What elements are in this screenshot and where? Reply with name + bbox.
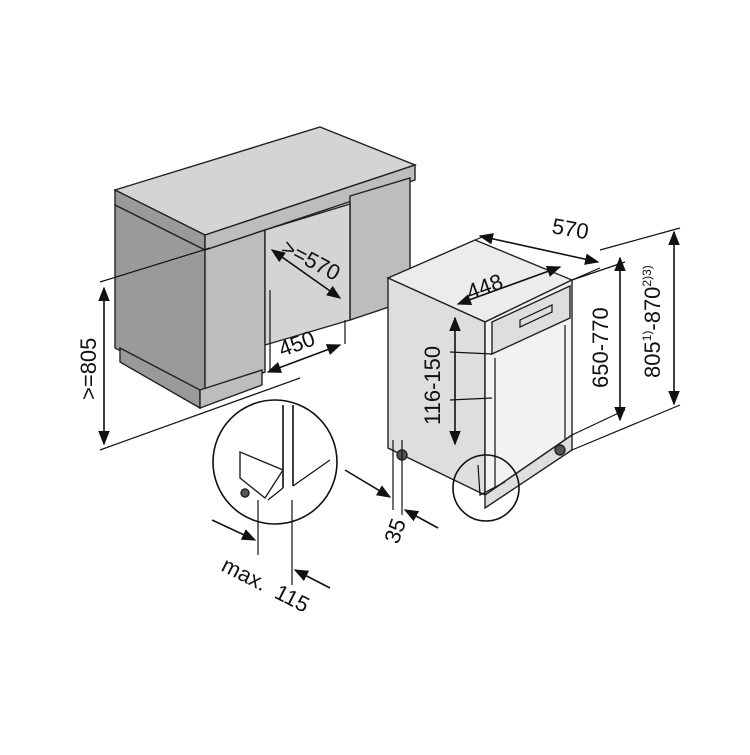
detail-marker-circle xyxy=(452,454,520,522)
total-height-label: 8051)-8702)3) xyxy=(640,265,665,378)
door-clearance-dimension: max.115 xyxy=(211,500,331,617)
plinth-depth-label: 35 xyxy=(379,515,411,547)
cabinet-worktop-side xyxy=(204,164,416,251)
panel-height-dimension: 116-150 xyxy=(420,316,493,446)
detail-marker-door xyxy=(477,464,506,496)
cabinet-plinth-side xyxy=(199,369,263,410)
body-height-label: 650-770 xyxy=(588,307,613,388)
dishwasher-foot xyxy=(554,444,566,456)
door-plinth-detail-magnifier xyxy=(212,399,338,525)
depth-label: 570 xyxy=(550,213,591,244)
niche-height-label: >=805 xyxy=(76,338,101,400)
body-height-dimension: 650-770 xyxy=(571,256,626,436)
door-clearance-label: max.115 xyxy=(218,552,314,617)
kitchen-cabinet-illustration xyxy=(113,126,418,410)
cabinet-left-unit-side xyxy=(204,229,266,397)
total-height-dimension: 8051)-8702)3) xyxy=(571,227,681,451)
niche-height-dimension: >=805 xyxy=(76,247,301,451)
dishwasher-handle xyxy=(519,304,553,328)
panel-height-label: 116-150 xyxy=(420,346,445,425)
